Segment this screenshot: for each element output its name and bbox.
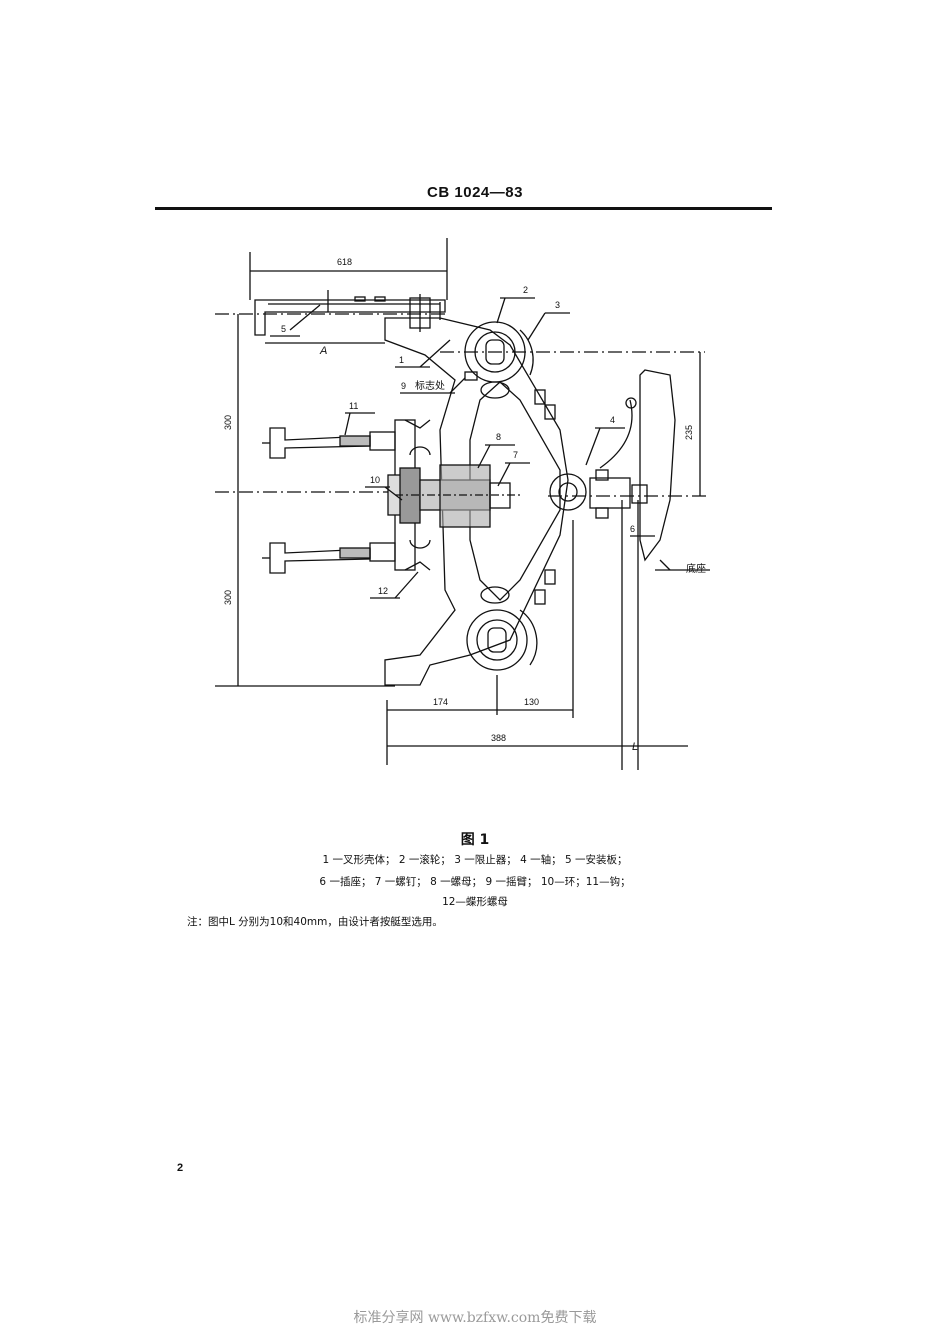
figure-note: 注：图中L 分别为10和40mm，由设计者按艇型选用。 xyxy=(187,916,443,928)
part-label-9: 9 xyxy=(401,381,406,391)
document-code-header: CB 1024—83 xyxy=(427,184,523,201)
dimension-235-label: 235 xyxy=(684,425,694,440)
label-mark-location: 标志处 xyxy=(415,379,445,392)
part-label-12: 12 xyxy=(378,586,388,596)
central-hub xyxy=(387,464,587,528)
part-label-3: 3 xyxy=(555,300,560,310)
label-A: A xyxy=(319,345,327,357)
dimension-300-bottom-label: 300 xyxy=(223,590,233,605)
lower-roller xyxy=(466,609,538,671)
part-label-5: 5 xyxy=(281,324,286,334)
dimension-174-label: 174 xyxy=(433,697,448,707)
page-number: 2 xyxy=(177,1162,184,1174)
watermark-footer: 标准分享网 www.bzfxw.com免费下载 xyxy=(353,1310,597,1326)
part-label-8: 8 xyxy=(496,432,501,442)
part-label-6: 6 xyxy=(630,524,635,534)
part-label-4: 4 xyxy=(610,415,615,425)
header-rule xyxy=(155,207,772,210)
dimension-bottom: 174 130 388 L xyxy=(386,520,688,765)
label-base: 底座 xyxy=(686,562,706,575)
part-label-2: 2 xyxy=(523,285,528,295)
dimension-130-label: 130 xyxy=(524,697,539,707)
figure-legend-line-1: 1 一叉形壳体； 2 一滚轮； 3 一限止器； 4 一轴； 5 一安装板； xyxy=(322,854,628,866)
dimension-300: 300 300 xyxy=(215,314,395,687)
dimension-618: 618 xyxy=(249,238,448,300)
mounting-plate xyxy=(254,290,446,336)
dimension-300-top-label: 300 xyxy=(223,415,233,430)
dimension-388-label: 388 xyxy=(491,733,506,743)
figure-legend-line-2: 6 一插座； 7 一螺钉； 8 一螺母； 9 一摇臂； 10—环；11—钩； xyxy=(319,876,631,888)
figure-title: 图 1 xyxy=(460,832,490,848)
base xyxy=(621,369,676,770)
part-label-1: 1 xyxy=(399,355,404,365)
upper-hook xyxy=(262,427,396,459)
dimension-618-label: 618 xyxy=(337,257,352,267)
lower-hook xyxy=(262,542,396,574)
part-label-10: 10 xyxy=(370,475,380,485)
part-label-11: 11 xyxy=(349,401,358,411)
label-L: L xyxy=(632,741,638,753)
dimension-235: 235 xyxy=(548,352,710,497)
figure-legend-line-3: 12—蝶形螺母 xyxy=(442,896,508,908)
part-label-7: 7 xyxy=(513,450,518,460)
